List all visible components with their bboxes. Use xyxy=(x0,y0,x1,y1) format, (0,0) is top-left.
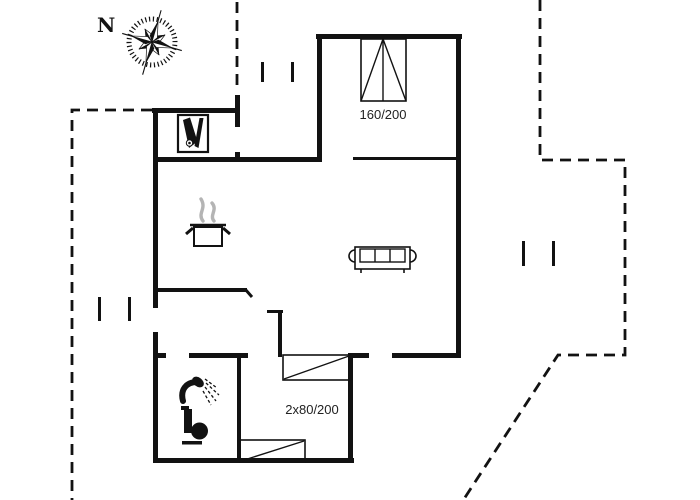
double-bed-icon xyxy=(360,38,407,102)
wall-kitchen-divider xyxy=(157,288,247,292)
wall-bedroom-top xyxy=(316,34,462,39)
wall-right xyxy=(456,34,461,358)
wall-kitchen-divider-tick xyxy=(243,288,254,298)
window-marker-icon xyxy=(522,241,555,266)
wall-partition-h xyxy=(267,310,283,313)
wall-partition-v xyxy=(278,310,282,357)
wall-bedroom-left xyxy=(317,34,322,162)
wall-bedroom-bottom-thin xyxy=(353,157,457,160)
wall-entry-upper xyxy=(235,95,240,127)
wall-bath-top xyxy=(189,353,248,358)
wall-living-bottom xyxy=(392,353,461,358)
steam-icon xyxy=(199,197,205,223)
wall-left-upper xyxy=(153,108,158,308)
wall-bath-right xyxy=(237,353,241,460)
cooking-pot-icon xyxy=(185,197,231,247)
double-bed-size-label: 160/200 xyxy=(359,107,407,122)
single-bed-icon xyxy=(282,354,351,381)
wall-bedroom2-right xyxy=(348,353,353,463)
dashed-boundary xyxy=(70,0,627,500)
walls xyxy=(152,34,462,463)
wall-bottom xyxy=(153,458,354,463)
wall-left-lower xyxy=(153,332,158,463)
toilet-icon xyxy=(181,406,208,445)
compass-rose-icon xyxy=(122,10,182,75)
steam-icon xyxy=(210,201,216,223)
wall-bath-top-stub xyxy=(157,353,166,358)
single-bed-icon xyxy=(239,439,306,463)
wall-bedroom2-right-stub xyxy=(348,353,369,358)
window-marker-icon xyxy=(98,297,131,321)
wall-utility-top xyxy=(152,108,240,113)
north-label: N xyxy=(97,13,116,37)
wall-hall-bottom xyxy=(155,157,322,162)
shower-icon xyxy=(179,376,220,406)
window-markers xyxy=(98,62,555,321)
sofa-icon xyxy=(348,246,417,273)
window-marker-icon xyxy=(261,62,294,82)
twin-beds-size-label: 2x80/200 xyxy=(285,402,339,417)
vacuum-cleaner-icon xyxy=(176,113,210,154)
